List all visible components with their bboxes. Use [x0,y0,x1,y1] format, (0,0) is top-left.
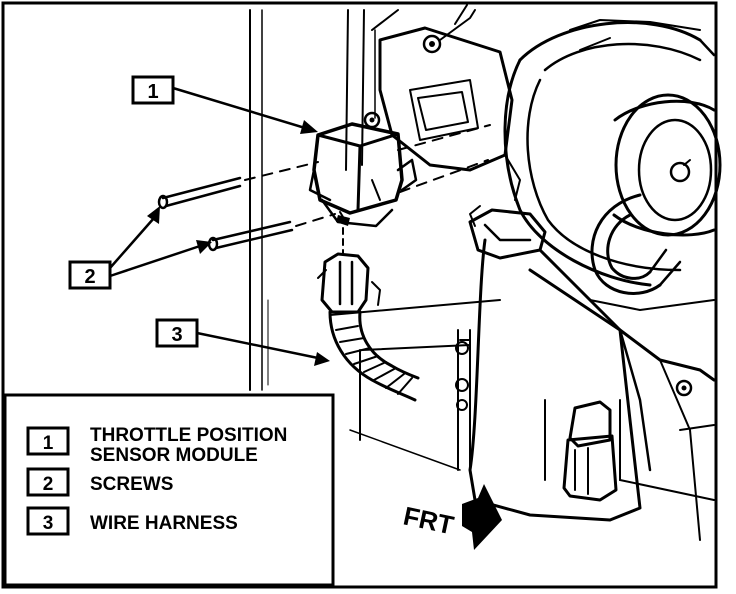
callout-2-number: 2 [84,266,95,288]
legend-item-1-label-line2: SENSOR MODULE [90,445,258,466]
legend-item-2: 2 SCREWS [26,467,173,497]
hose-hook [589,193,715,311]
legend-item-1-number: 1 [43,433,54,454]
background-panel [249,9,501,471]
callout-1: 1 [131,75,318,134]
engine-block [528,268,716,541]
legend-item-3-number: 3 [43,513,54,534]
legend-item-2-label: SCREWS [90,474,173,495]
callout-2: 2 [68,206,212,290]
screws [157,124,491,252]
legend: 1 THROTTLE POSITION SENSOR MODULE 2 SCRE… [3,393,335,587]
legend-item-2-number: 2 [43,474,54,495]
tps-module [308,122,418,228]
throttle-body-housing [503,19,716,287]
legend-item-3-label: WIRE HARNESS [90,513,238,534]
front-arrow-icon [462,484,502,550]
legend-item-3: 3 WIRE HARNESS [26,506,238,536]
connector-and-harness [317,227,420,402]
legend-item-1: 1 THROTTLE POSITION SENSOR MODULE [26,425,287,466]
callout-3-number: 3 [171,324,182,346]
legend-item-1-label: THROTTLE POSITION [90,425,287,446]
callout-1-number: 1 [147,81,158,103]
coolant-reservoir [455,205,642,522]
engine-artwork [157,4,722,541]
callout-3: 3 [155,318,330,366]
